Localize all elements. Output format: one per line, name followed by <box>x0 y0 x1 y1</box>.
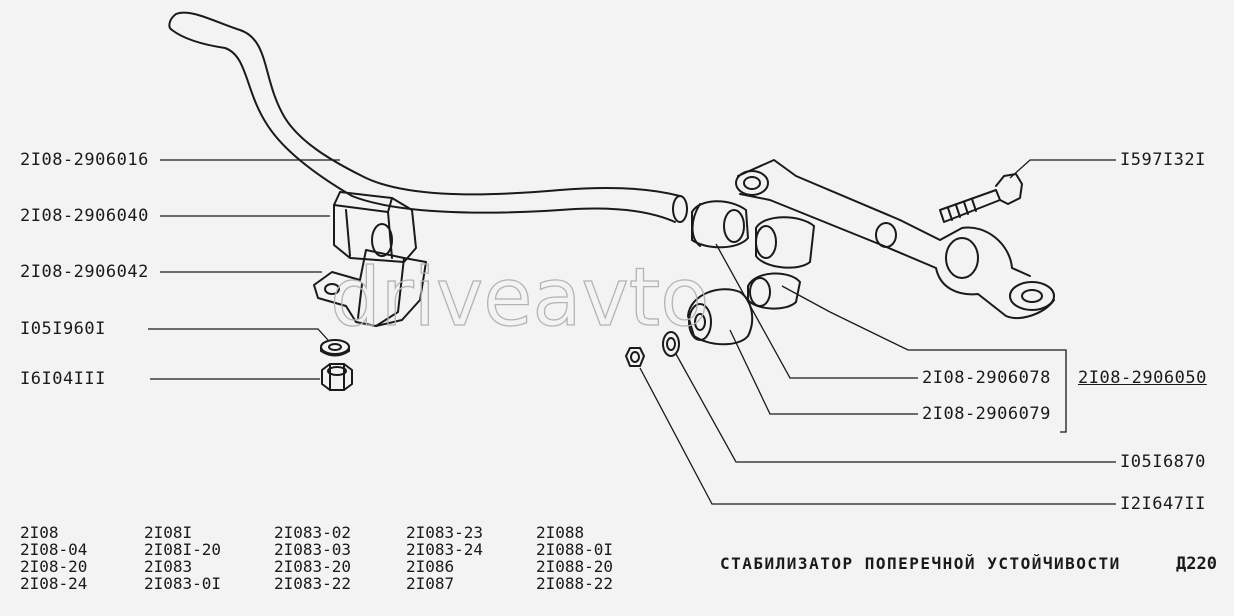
label-bracket: 2I08-2906042 <box>20 262 149 282</box>
bushing-inner-drawing <box>747 272 801 310</box>
models-column-4: 2I083-23 2I083-24 2I086 2I087 <box>406 524 483 592</box>
label-washer-left: I05I960I <box>20 319 106 339</box>
label-cushion: 2I08-2906040 <box>20 206 149 226</box>
model-item: 2I087 <box>406 574 455 593</box>
model-item: 2I083-24 <box>406 540 484 559</box>
models-column-3: 2I083-02 2I083-03 2I083-20 2I083-22 <box>274 524 351 592</box>
washer-left-drawing <box>320 339 350 357</box>
cushion-drawing <box>333 191 417 263</box>
model-item: 2I08I <box>144 523 193 542</box>
washer-right-drawing <box>662 331 680 357</box>
model-item: 2I08 <box>20 523 59 542</box>
sleeve-drawing <box>755 216 815 269</box>
model-item: 2I083-02 <box>274 523 352 542</box>
label-bushing-outer: 2I08-2906078 <box>922 368 1051 388</box>
diagram-title: СТАБИЛИЗАТОР ПОПЕРЕЧНОЙ УСТОЙЧИВОСТИ <box>720 554 1121 573</box>
model-item: 2I083-20 <box>274 557 352 576</box>
model-item: 2I088-20 <box>536 557 614 576</box>
label-assembly: 2I08-2906050 <box>1078 368 1207 388</box>
model-item: 2I08I-20 <box>144 540 222 559</box>
model-item: 2I086 <box>406 557 455 576</box>
bolt-drawing <box>939 173 1023 223</box>
model-item: 2I08-20 <box>20 557 88 576</box>
model-item: 2I083-23 <box>406 523 484 542</box>
lever-arm-drawing <box>735 159 1055 319</box>
model-item: 2I088-22 <box>536 574 614 593</box>
model-item: 2I083-22 <box>274 574 352 593</box>
watermark-text: driveavto <box>330 251 709 344</box>
rubber-bushing-drawing <box>687 288 754 346</box>
leader-lines <box>148 159 1116 505</box>
label-stabilizer-bar: 2I08-2906016 <box>20 150 149 170</box>
label-bushing-inner: 2I08-2906079 <box>922 404 1051 424</box>
page-code: Д220 <box>1176 554 1217 574</box>
model-item: 2I088 <box>536 523 585 542</box>
model-item: 2I088-0I <box>536 540 614 559</box>
model-item: 2I08-04 <box>20 540 88 559</box>
bracket-drawing <box>313 249 427 327</box>
label-nut-left: I6I04III <box>20 369 106 389</box>
model-item: 2I083-0I <box>144 574 222 593</box>
models-column-2: 2I08I 2I08I-20 2I083 2I083-0I <box>144 524 221 592</box>
model-item: 2I083 <box>144 557 193 576</box>
model-item: 2I08-24 <box>20 574 88 593</box>
label-washer-right: I05I6870 <box>1120 452 1206 472</box>
nut-right-drawing <box>625 347 645 367</box>
bushing-outer-drawing <box>691 200 749 249</box>
label-nut-right: I2I647II <box>1120 494 1206 514</box>
model-item: 2I083-03 <box>274 540 352 559</box>
label-bolt: I597I32I <box>1120 150 1206 170</box>
models-column-5: 2I088 2I088-0I 2I088-20 2I088-22 <box>536 524 613 592</box>
models-column-1: 2I08 2I08-04 2I08-20 2I08-24 <box>20 524 87 592</box>
stabilizer-bar-drawing <box>168 11 688 223</box>
nut-left-drawing <box>321 363 353 391</box>
